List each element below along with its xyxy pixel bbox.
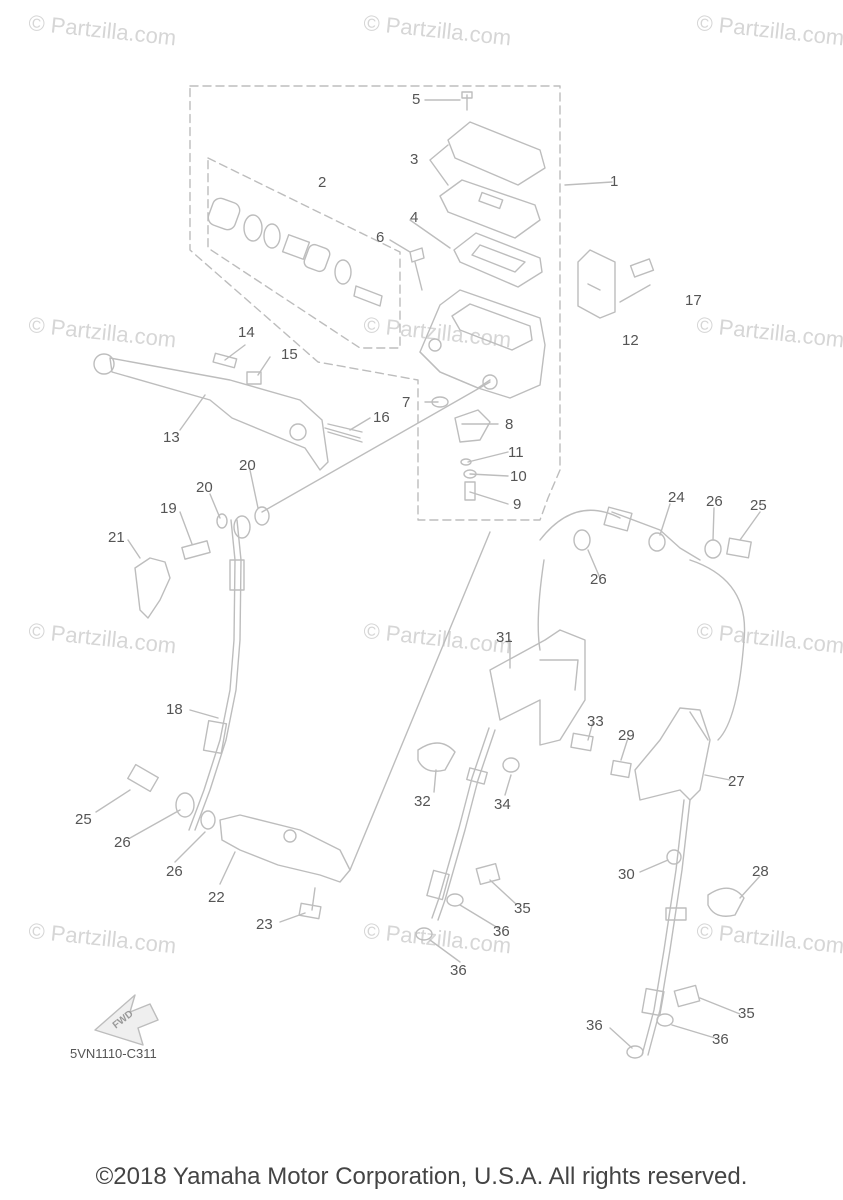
callout-label: 7 — [402, 394, 411, 411]
callout-label: 13 — [163, 429, 180, 446]
callout-label: 6 — [376, 229, 385, 246]
callout-label: 2 — [318, 174, 327, 191]
callout-label: 36 — [450, 962, 467, 979]
callout-label: 17 — [685, 292, 702, 309]
hose-bracket — [634, 707, 711, 801]
callout-label: 28 — [752, 863, 769, 880]
callout-label: 14 — [238, 324, 255, 341]
callout-label: 30 — [618, 866, 635, 883]
handlebar-clamp — [577, 249, 616, 319]
callout-label: 3 — [410, 151, 419, 168]
callout-label: 36 — [586, 1017, 603, 1034]
callout-label: 5 — [412, 91, 421, 108]
callout-label: 34 — [494, 796, 511, 813]
copyright-notice: ©2018 Yamaha Motor Corporation, U.S.A. A… — [95, 1163, 748, 1190]
callout-label: 18 — [166, 701, 183, 718]
callout-label: 23 — [256, 916, 273, 933]
hose-clip — [417, 742, 456, 772]
callout-label: 33 — [587, 713, 604, 730]
callout-label: 26 — [114, 834, 131, 851]
upper-hose-loop — [537, 509, 746, 741]
reservoir-cap — [447, 121, 546, 186]
callout-label: 8 — [505, 416, 514, 433]
brake-lever — [109, 357, 329, 471]
callout-label: 4 — [410, 209, 419, 226]
callout-label: 19 — [160, 500, 177, 517]
callout-label: 12 — [622, 332, 639, 349]
callout-label: 10 — [510, 468, 527, 485]
callout-label: 35 — [738, 1005, 755, 1022]
hose-bracket — [489, 629, 586, 746]
callout-label: 21 — [108, 529, 125, 546]
piston-kit-outline — [207, 157, 401, 349]
callout-label: 11 — [508, 444, 524, 461]
hose-clip — [707, 887, 745, 917]
callout-label: 36 — [493, 923, 510, 940]
callout-label: 35 — [514, 900, 531, 917]
callout-label: 36 — [712, 1031, 729, 1048]
diagram-code: 5VN1110-C311 — [70, 1046, 157, 1061]
callout-label: 29 — [618, 727, 635, 744]
callout-label: 1 — [610, 173, 619, 190]
callout-label: 25 — [750, 497, 767, 514]
callout-label: 16 — [373, 409, 390, 426]
callout-label: 31 — [496, 629, 513, 646]
callout-label: 9 — [513, 496, 522, 513]
callout-label: 27 — [728, 773, 745, 790]
callout-label: 24 — [668, 489, 685, 506]
reservoir-cap-plate — [439, 179, 541, 239]
callout-label: 20 — [196, 479, 213, 496]
diaphragm — [453, 232, 543, 288]
bleeder-cap — [134, 557, 171, 619]
hose-joint — [219, 814, 351, 883]
callout-label: 25 — [75, 811, 92, 828]
brake-switch — [454, 409, 491, 443]
assembly-outline — [189, 85, 561, 521]
fwd-arrow — [94, 994, 159, 1046]
callout-label: 26 — [706, 493, 723, 510]
callout-label: 20 — [239, 457, 256, 474]
callout-label: 32 — [414, 793, 431, 810]
callout-label: 26 — [590, 571, 607, 588]
callout-label: 15 — [281, 346, 298, 363]
callout-label: 26 — [166, 863, 183, 880]
callout-label: 22 — [208, 889, 225, 906]
brake-hose — [194, 519, 242, 831]
brake-lever-ball — [93, 353, 115, 375]
